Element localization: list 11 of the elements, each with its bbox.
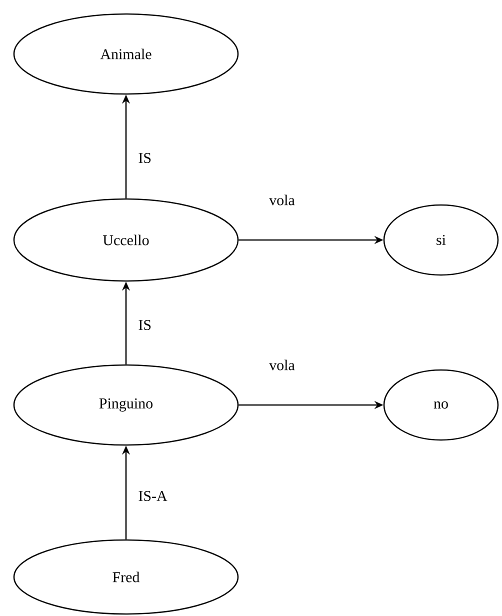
edge-label: IS bbox=[138, 320, 151, 330]
ellipse-node: Fred bbox=[13, 539, 239, 615]
edge-label: vola bbox=[269, 194, 295, 206]
ellipse-node: Pinguino bbox=[13, 364, 239, 446]
edge-label: IS-A bbox=[138, 490, 168, 502]
ellipse-node: no bbox=[383, 369, 499, 441]
edge-label: vola bbox=[269, 360, 295, 370]
ellipse-node: si bbox=[383, 204, 499, 276]
ellipse-node: Uccello bbox=[13, 198, 239, 282]
ellipse-node: Animale bbox=[13, 13, 239, 95]
edge-label: IS bbox=[138, 152, 151, 164]
